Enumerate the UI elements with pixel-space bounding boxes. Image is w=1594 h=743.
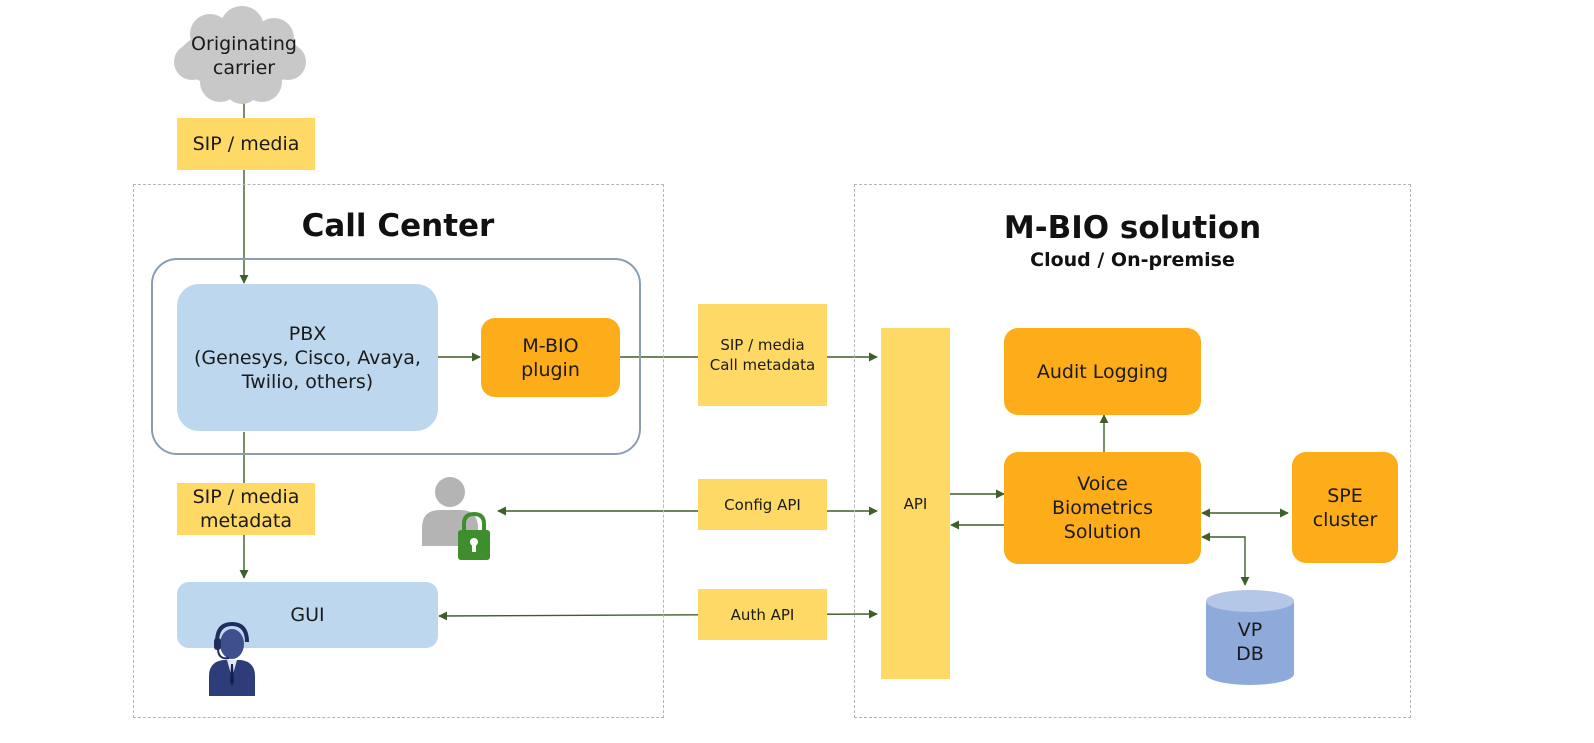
vp-db-cylinder-icon <box>1206 590 1294 685</box>
sip-media-label: SIP / media <box>177 118 315 170</box>
spe-cluster-box: SPE cluster <box>1292 452 1398 563</box>
mbio-plugin-box: M-BIO plugin <box>481 318 620 397</box>
sip-media-metadata-label: SIP / media metadata <box>177 483 315 535</box>
admin-lock-icon <box>422 477 490 560</box>
call-center-region <box>133 184 664 718</box>
pbx-container <box>151 258 641 455</box>
mbio-solution-subtitle: Cloud / On-premise <box>1030 249 1235 271</box>
carrier-label: Originating carrier <box>191 33 297 79</box>
carrier-cloud-icon <box>174 6 306 104</box>
vp-db-label: VP DB <box>1236 619 1264 665</box>
call-center-title: Call Center <box>301 208 495 244</box>
api-gateway: API <box>881 328 950 679</box>
auth-api-label: Auth API <box>698 589 827 640</box>
voice-biometrics-box: Voice Biometrics Solution <box>1004 452 1201 564</box>
audit-logging-box: Audit Logging <box>1004 328 1201 415</box>
sip-call-metadata-label: SIP / media Call metadata <box>698 304 827 406</box>
gui-box: GUI <box>177 582 438 648</box>
mbio-solution-title: M-BIO solution <box>1003 210 1262 246</box>
pbx-box: PBX (Genesys, Cisco, Avaya, Twilio, othe… <box>177 284 438 431</box>
config-api-label: Config API <box>698 479 827 530</box>
call-agent-headset-icon <box>209 621 255 696</box>
mbio-solution-region <box>854 184 1411 718</box>
